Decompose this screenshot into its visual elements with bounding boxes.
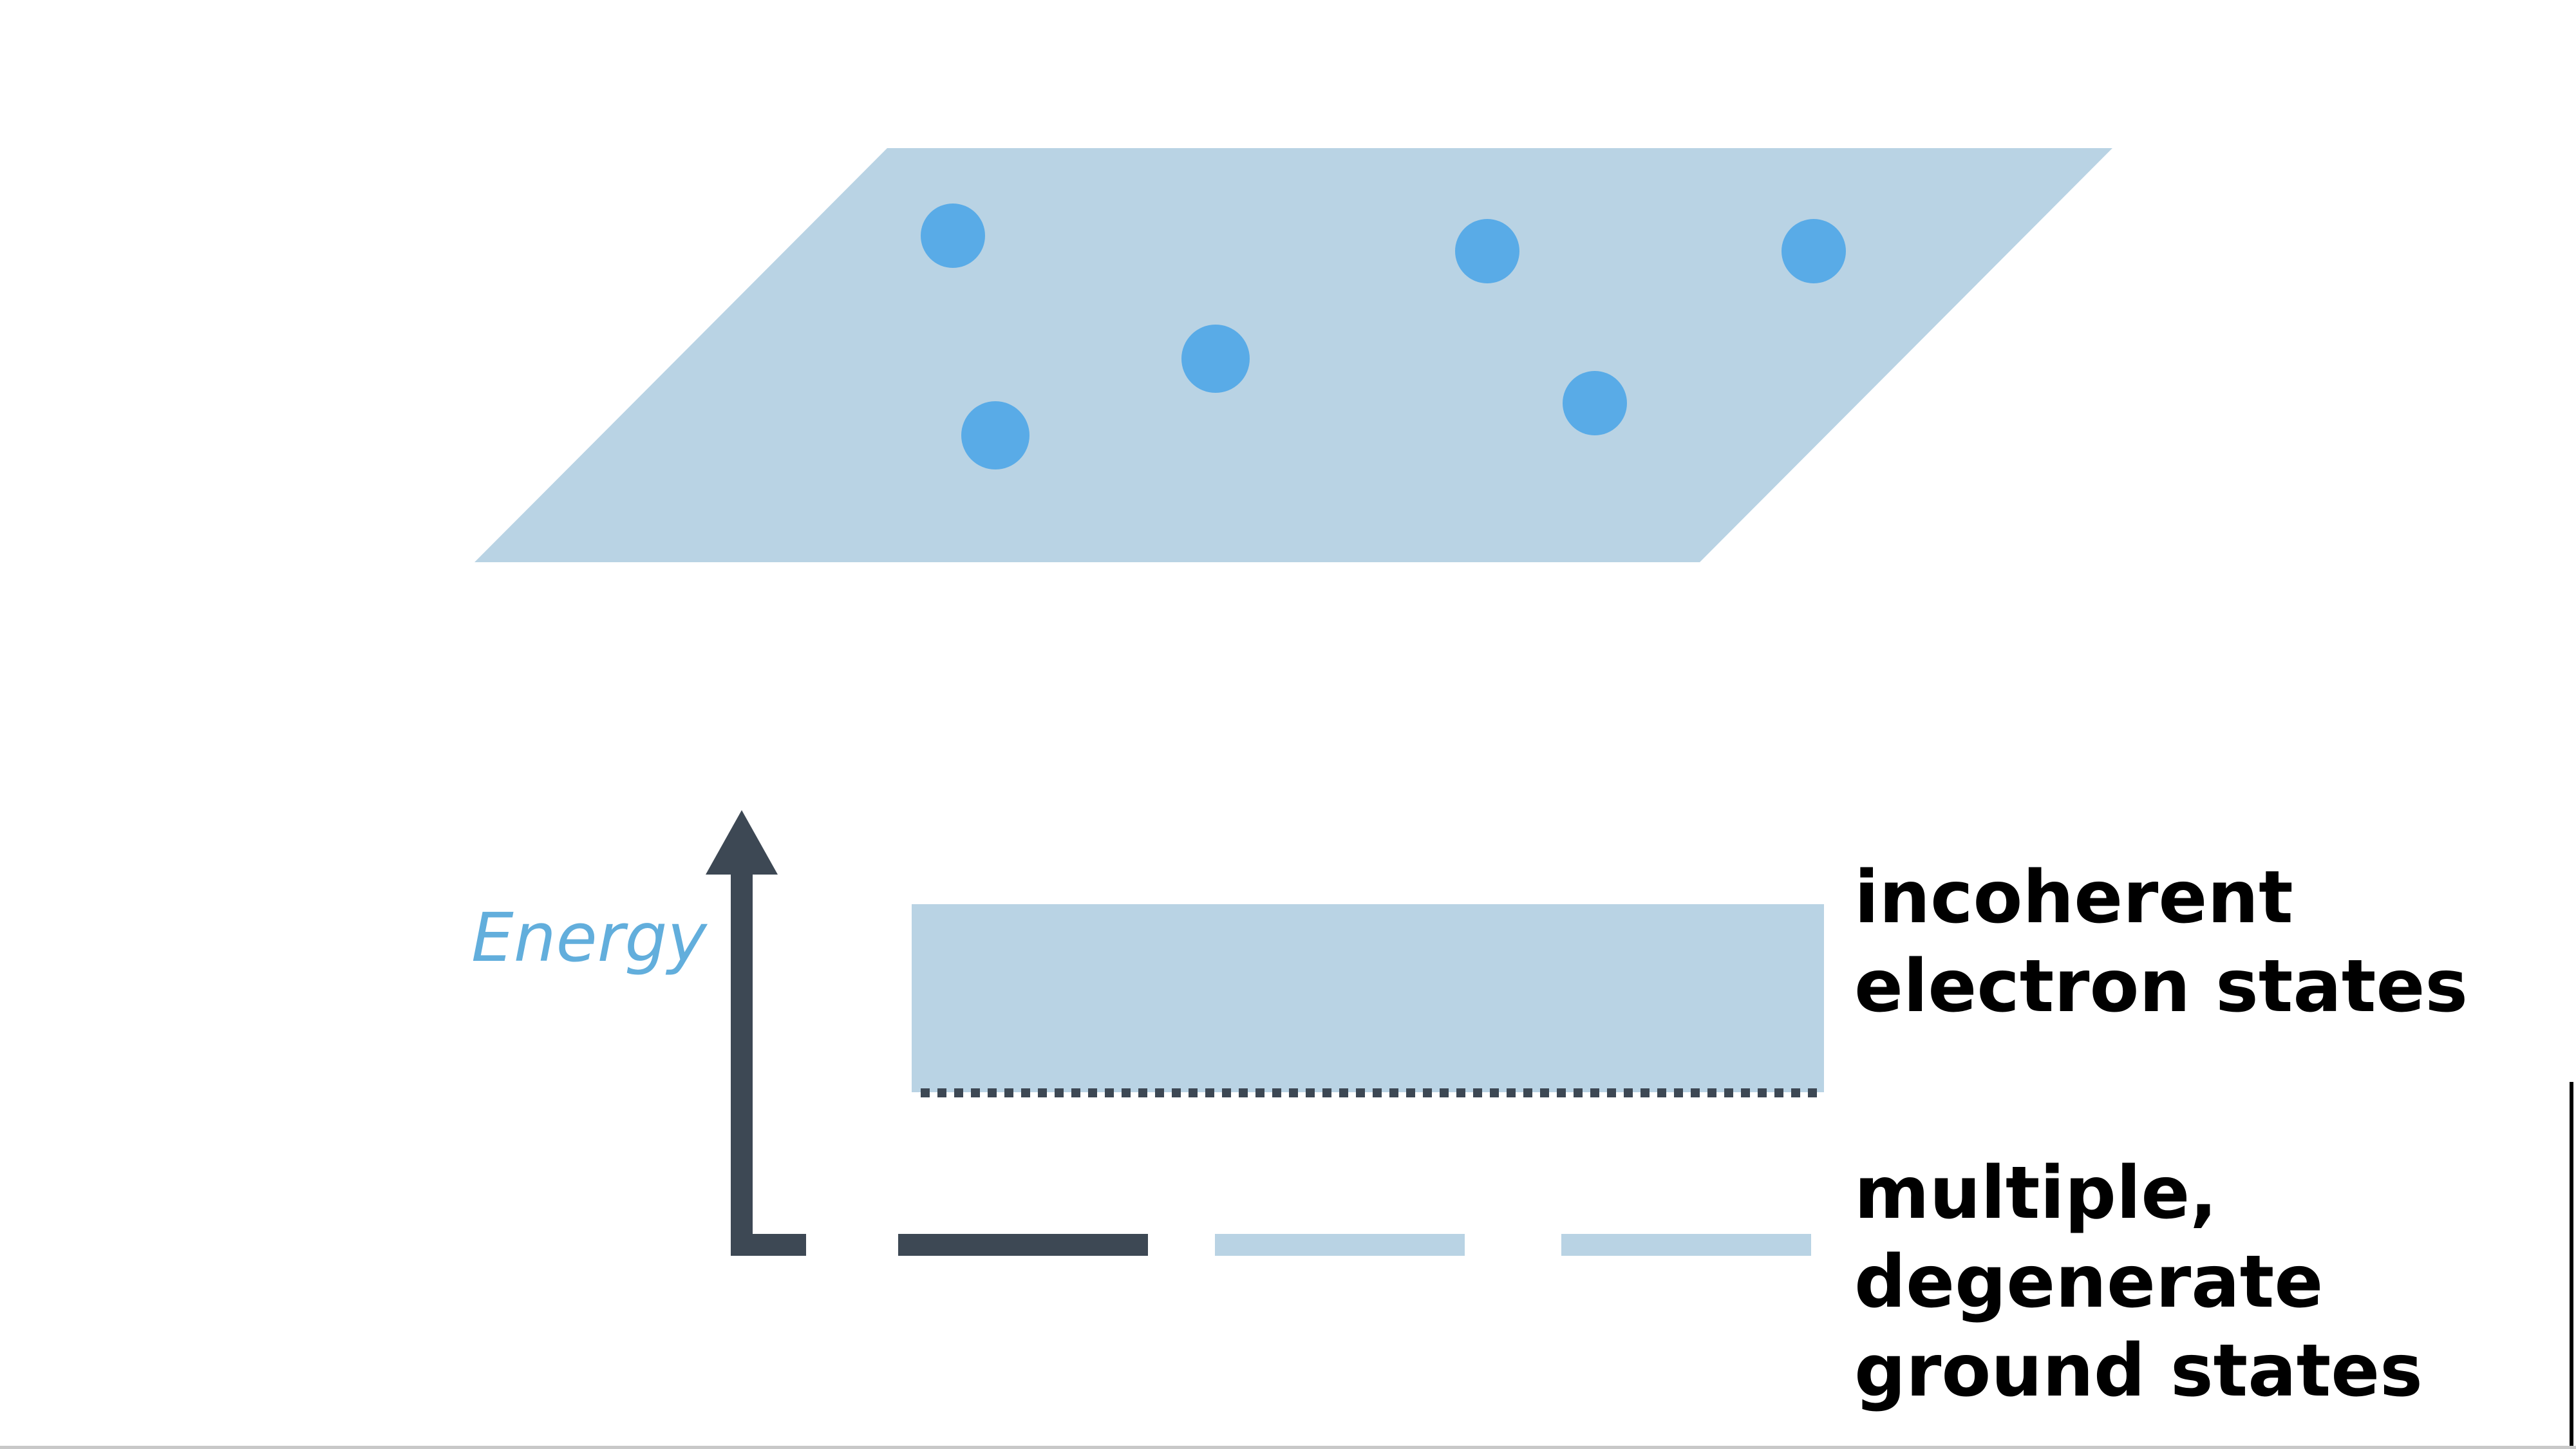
bottom-edge-line xyxy=(0,1446,2576,1449)
ground-states-group xyxy=(898,1234,1811,1256)
electron xyxy=(961,401,1029,469)
incoherent-states-label: incoherent electron states xyxy=(1854,853,2468,1031)
energy-axis-label: Energy xyxy=(471,898,708,977)
label-line: incoherent xyxy=(1854,856,2293,940)
electron xyxy=(1563,371,1627,435)
energy-axis xyxy=(706,810,806,1256)
label-line: electron states xyxy=(1854,945,2468,1028)
electrons-group xyxy=(921,204,1846,469)
ground-state-level xyxy=(898,1234,1148,1256)
right-edge-line xyxy=(2570,1082,2573,1449)
electron xyxy=(1455,219,1519,283)
axis-shaft xyxy=(731,869,753,1256)
label-line: multiple, xyxy=(1854,1151,2217,1235)
label-line: ground states xyxy=(1854,1329,2423,1413)
label-line: degenerate xyxy=(1854,1240,2324,1324)
axis-foot xyxy=(731,1234,806,1256)
ground-states-label: multiple, degenerate ground states xyxy=(1854,1149,2423,1416)
ground-state-level xyxy=(1561,1234,1811,1256)
ground-state-level xyxy=(1215,1234,1465,1256)
electron xyxy=(1181,325,1250,393)
incoherent-states-band xyxy=(912,904,1824,1092)
electron-plane xyxy=(475,148,2112,562)
axis-arrowhead xyxy=(706,810,778,875)
electron xyxy=(921,204,985,268)
electron xyxy=(1782,219,1846,283)
